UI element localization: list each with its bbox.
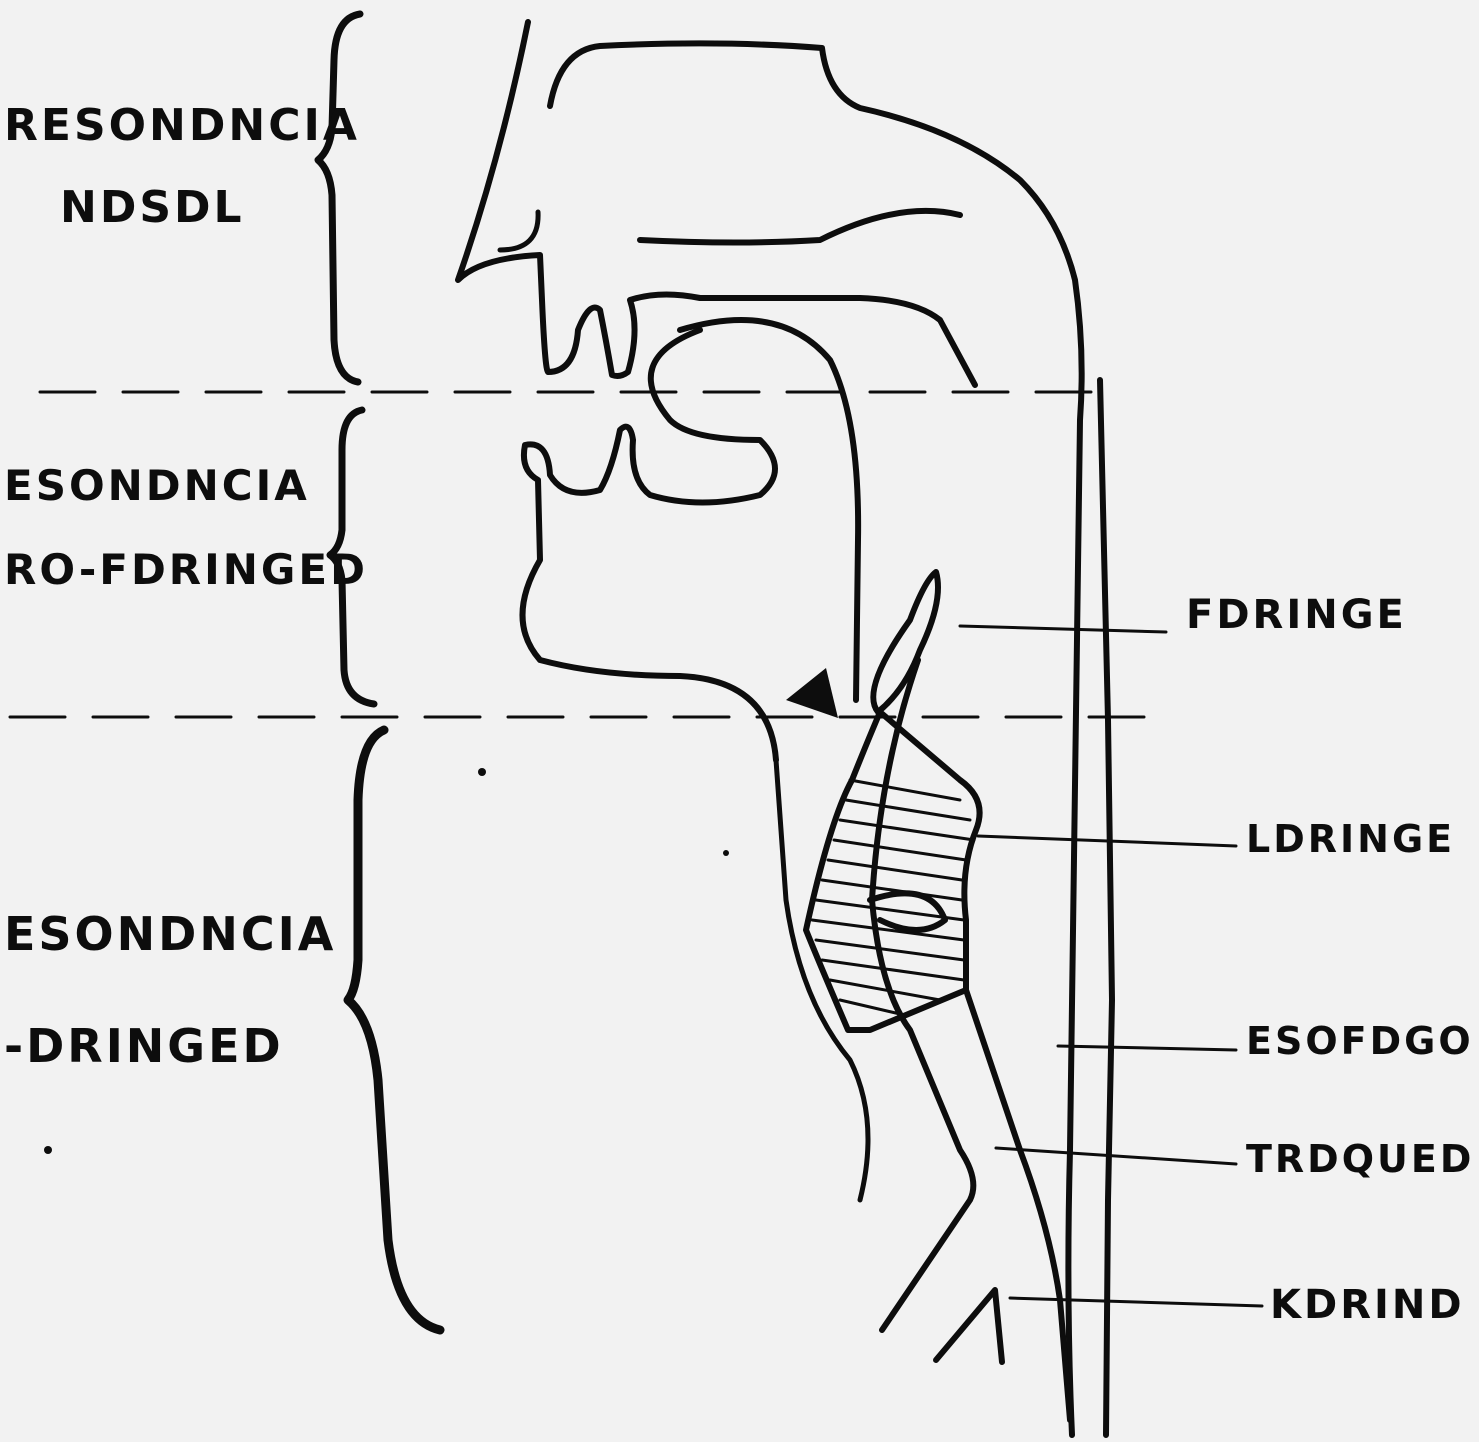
pen-dot (478, 768, 486, 776)
pharynx-front (776, 760, 868, 1200)
brace-nasal (318, 14, 360, 382)
carina (936, 1290, 1002, 1362)
leader-carina (1010, 1298, 1262, 1306)
label-carina: KDRIND (1270, 1282, 1465, 1328)
region-laryngo-line2: -DRINGED (4, 1019, 284, 1073)
leader-faringe (960, 626, 1166, 632)
nasal-cavity-floor (640, 211, 960, 243)
label-faringe: FDRINGE (1186, 592, 1407, 638)
hyoid-marker (786, 668, 838, 718)
region-nasal-line2: NDSDL (60, 182, 245, 233)
region-oro-line2: RO-FDRINGED (4, 545, 368, 594)
head-outline (458, 22, 975, 385)
nasopharynx-back (1100, 380, 1112, 1435)
label-esofago: ESOFDGO (1246, 1019, 1474, 1063)
skull-back-neck (550, 43, 1082, 1435)
tongue (523, 330, 777, 760)
region-laryngo-line1: ESONDNCIA (4, 907, 336, 961)
trachea-back (966, 990, 1070, 1420)
leader-traquea (996, 1148, 1236, 1164)
pen-dot (723, 850, 729, 856)
nose-nostril (500, 212, 538, 250)
region-oro-line1: ESONDNCIA (4, 461, 310, 510)
label-traquea: TRDQUED (1246, 1137, 1474, 1181)
soft-palate (680, 320, 858, 700)
pen-dot (44, 1146, 52, 1154)
label-laringe: LDRINGE (1246, 817, 1455, 861)
region-nasal-line1: RESONDNCIA (4, 100, 360, 151)
brace-laryngopharyngeal (348, 730, 440, 1330)
leader-esofago (1058, 1046, 1236, 1050)
